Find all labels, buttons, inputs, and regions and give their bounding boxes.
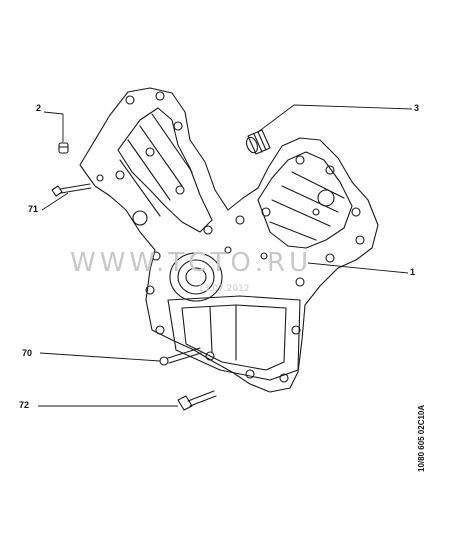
timing-cover-outline <box>79 87 379 393</box>
part-71-stud <box>51 183 92 197</box>
part-3-sleeve <box>246 129 271 155</box>
left-bank-flange <box>117 107 213 233</box>
right-bank-ribs <box>269 171 345 241</box>
crank-seal-inner <box>177 259 215 295</box>
part-2-plug <box>58 142 69 154</box>
watermark-text: WWW.ТСТО.RU <box>70 248 313 278</box>
part-72-bolt <box>177 390 217 411</box>
callout-72: 72 <box>19 400 30 410</box>
leader-2 <box>43 111 64 115</box>
callout-70: 70 <box>22 348 33 358</box>
lower-cover-inner <box>181 304 287 371</box>
bolt-bosses <box>96 91 365 383</box>
lower-cover-panel <box>167 295 301 381</box>
leader-3b <box>257 104 295 133</box>
leader-3 <box>293 104 413 110</box>
leader-70 <box>39 352 161 362</box>
watermark-date: 13.07.2012 <box>198 284 250 294</box>
callout-3: 3 <box>414 103 420 113</box>
leader-1 <box>307 262 409 274</box>
left-bank-ribs <box>119 113 193 217</box>
leader-71 <box>41 192 69 211</box>
right-bank-flange <box>257 151 353 249</box>
left-bank-port <box>132 210 148 226</box>
callout-71: 71 <box>28 204 39 214</box>
crank-seal-outer <box>169 252 223 302</box>
callout-1: 1 <box>410 267 416 277</box>
reference-code: 10/80 605 02C10A <box>417 404 426 472</box>
callout-2: 2 <box>36 103 42 113</box>
right-bank-port <box>317 189 335 207</box>
crank-seal-core <box>185 267 207 287</box>
lower-ribs <box>209 304 237 361</box>
